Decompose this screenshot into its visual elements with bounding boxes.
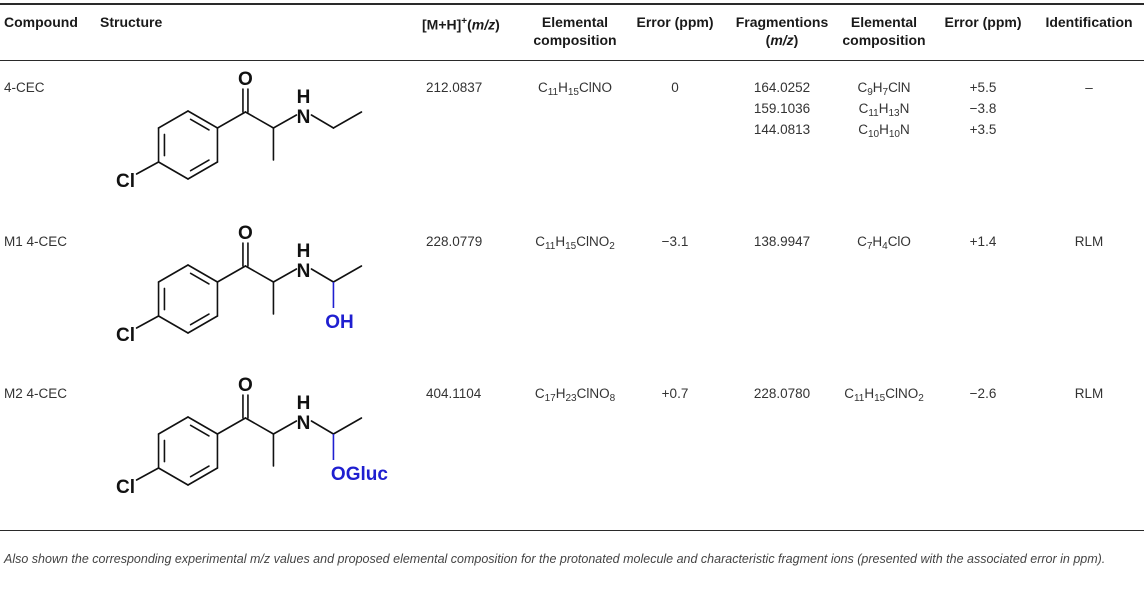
compound-name: M1 4-CEC	[4, 234, 68, 249]
table-bottom-rule	[0, 530, 1144, 531]
fragment-elemental-composition: C11H15ClNO2	[844, 386, 924, 404]
header-bottom-rule	[0, 60, 1144, 61]
chlorine-label: Cl	[116, 171, 135, 192]
header-elemental-composition: Elemental composition	[533, 14, 617, 48]
fragment-error-ppm: −3.8	[969, 101, 997, 116]
fragment-mz-value: 164.0252	[753, 80, 811, 95]
table-top-rule	[0, 3, 1144, 5]
chlorine-label: Cl	[116, 325, 135, 346]
nh-hydrogen-label: H	[297, 393, 311, 414]
identification-value: –	[1085, 80, 1093, 95]
fragment-error-ppm: +1.4	[969, 234, 997, 249]
elemental-composition: C11H15ClNO	[537, 80, 612, 98]
mh-mz-value: 212.0837	[426, 80, 483, 95]
header-identification: Identification	[1045, 14, 1133, 30]
header-error-ppm: Error (ppm)	[636, 14, 714, 30]
substituent-label: OGluc	[331, 464, 388, 485]
fragment-error-ppm: +5.5	[969, 80, 997, 95]
header-compound: Compound	[4, 14, 78, 30]
bond-lines	[135, 88, 363, 180]
structure-svg: O HN Cl	[116, 69, 363, 192]
mh-mz-value: 228.0779	[426, 234, 483, 249]
fragment-mz-value: 228.0780	[753, 386, 811, 401]
fragment-error-ppm: +3.5	[969, 122, 997, 137]
nitrogen-label: N	[297, 261, 311, 282]
fragment-error-ppm: −2.6	[969, 386, 997, 401]
nh-hydrogen-label: H	[297, 241, 311, 262]
structure-svg: O HN Cl OGluc	[116, 375, 388, 498]
header-fragment-error-ppm: Error (ppm)	[944, 14, 1022, 30]
elemental-composition: C11H15ClNO2	[535, 234, 615, 252]
oxygen-label: O	[238, 375, 253, 396]
fragment-elemental-composition: C11H13N	[858, 101, 910, 119]
compound-name: 4-CEC	[4, 80, 45, 95]
fragment-mz-value: 144.0813	[753, 122, 811, 137]
header-fragment-elemental-composition: Elemental composition	[842, 14, 926, 48]
fragment-elemental-composition: C9H7ClN	[857, 80, 911, 98]
error-ppm-value: −3.1	[661, 234, 689, 249]
header-fragmentions: Fragmentions (m/z)	[735, 14, 829, 48]
bond-lines	[135, 242, 363, 334]
fragment-elemental-composition: C7H4ClO	[857, 234, 911, 252]
identification-value: RLM	[1074, 234, 1104, 249]
mh-mz-value: 404.1104	[426, 386, 482, 401]
header-structure: Structure	[100, 14, 163, 30]
error-ppm-value: +0.7	[661, 386, 689, 401]
nitrogen-label: N	[297, 413, 311, 434]
chlorine-label: Cl	[116, 477, 135, 498]
oxygen-label: O	[238, 223, 253, 244]
oxygen-label: O	[238, 69, 253, 90]
table-caption: Also shown the corresponding experimenta…	[4, 552, 1106, 566]
nh-hydrogen-label: H	[297, 87, 311, 108]
fragment-mz-value: 138.9947	[753, 234, 811, 249]
substituent-label: OH	[325, 312, 354, 333]
elemental-composition: C17H23ClNO8	[534, 386, 616, 404]
error-ppm-value: 0	[671, 80, 679, 95]
identification-value: RLM	[1074, 386, 1104, 401]
compound-name: M2 4-CEC	[4, 386, 68, 401]
nitrogen-label: N	[297, 107, 311, 128]
fragment-mz-value: 159.1036	[753, 101, 811, 116]
fragment-elemental-composition: C10H10N	[858, 122, 910, 140]
bond-lines	[135, 394, 363, 486]
header-mh-mz: [M+H]+(m/z)	[422, 16, 500, 33]
